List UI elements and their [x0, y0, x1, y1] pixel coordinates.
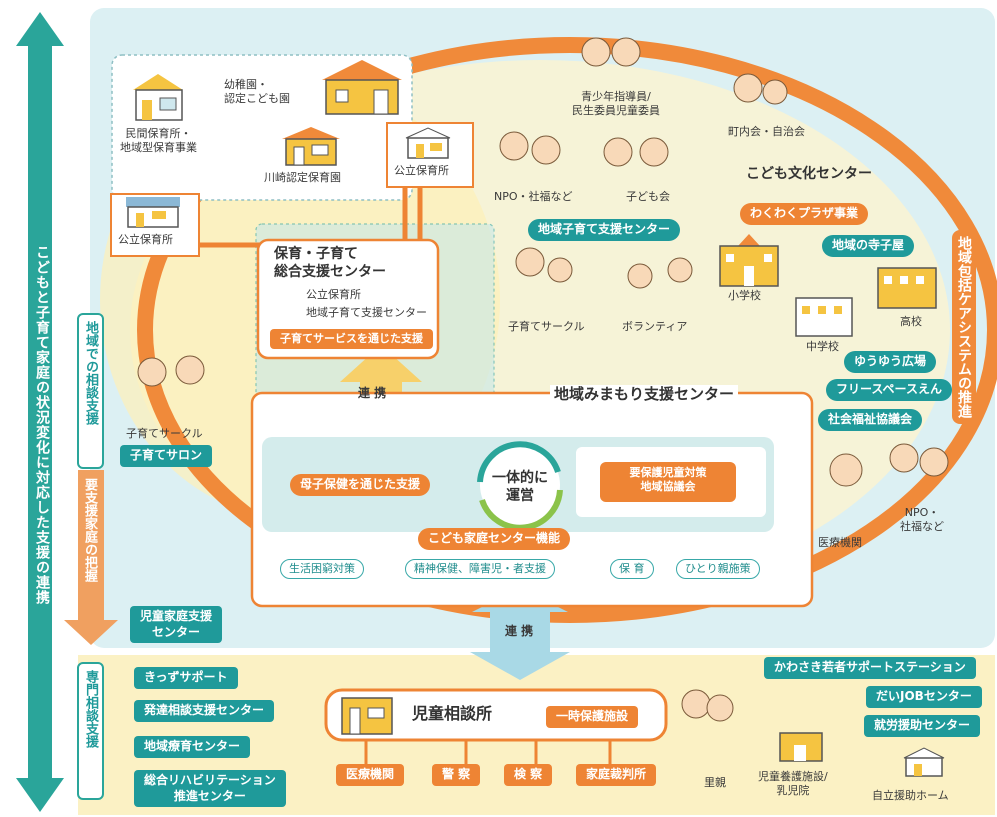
volunteer-label: ボランティア	[622, 320, 688, 333]
jido-title: 児童相談所	[412, 704, 493, 723]
junior-high-label: 中学校	[806, 340, 839, 353]
junior-high-icon	[795, 297, 853, 337]
maternal-pill: 母子保健を通じた支援	[290, 474, 431, 496]
care-facility-label: 児童養護施設/ 乳児院	[758, 770, 828, 797]
kawasaki-nursery-label: 川崎認定保育園	[264, 171, 341, 184]
private-nursery-label: 民間保育所・ 地域型保育事業	[120, 127, 197, 154]
specialist-kids-support: きっずサポート	[134, 667, 238, 689]
jido-link-prosecutor: 検 察	[504, 764, 553, 786]
jido-link-police: 警 察	[432, 764, 481, 786]
neighborhood-label: 町内会・自治会	[728, 125, 805, 138]
renkei-lower: 連 携	[505, 624, 534, 638]
side-label-specialist: 専門相談支援	[77, 662, 104, 800]
tag-childcare: 保 育	[610, 559, 654, 580]
kawasaki-nursery-icon	[282, 127, 340, 166]
medical-label: 医療機関	[818, 536, 862, 549]
local-support-pill: 地域子育て支援センター	[528, 219, 681, 241]
specialist-job-center: だいJOBセンター	[866, 686, 982, 708]
public-nursery-label-2: 公立保育所	[118, 233, 173, 246]
council-label: 要保護児童対策 地域協議会	[629, 466, 707, 493]
function-pill: こども家庭センター機能	[418, 528, 571, 550]
jido-link-medical: 医療機関	[336, 764, 405, 786]
specialist-therapy: 地域療育センター	[134, 736, 251, 758]
specialist-youth-station: かわさき若者サポートステーション	[764, 657, 976, 679]
npo-label-1: NPO・社福など	[494, 190, 573, 203]
jido-link-family-court: 家庭裁判所	[576, 764, 657, 786]
left-axis-text: こどもと子育て家庭の状況変化に対応した支援の連携	[34, 245, 50, 605]
npo-label-2: NPO・ 社福など	[900, 506, 944, 533]
circle-label: 子育てサークル	[508, 320, 585, 333]
mimamori-title: 地域みまもり支援センター	[550, 385, 739, 404]
youth-label: 青少年指導員/ 民生委員児童委員	[572, 90, 660, 117]
grasp-box: 児童家庭支援 センター	[130, 606, 223, 644]
council-box	[600, 462, 736, 502]
ring-label: 地域包括ケアシステムの推進	[952, 230, 976, 424]
support-center-service: 子育てサービスを通じた支援	[270, 329, 433, 350]
tag-poverty: 生活困窮対策	[280, 559, 364, 580]
care-facility-icon	[779, 732, 823, 762]
specialist-rehab: 総合リハビリテーション 推進センター	[134, 770, 286, 808]
self-help-home-icon	[903, 747, 945, 777]
elementary-school-icon	[719, 234, 779, 287]
support-center-item-1: 公立保育所	[306, 288, 361, 301]
specialist-employment: 就労援助センター	[864, 715, 981, 737]
children-club-label: 子ども会	[626, 190, 670, 203]
kids-culture-title: こども文化センター	[746, 166, 872, 182]
welfare-council-pill: 社会福祉協議会	[818, 409, 923, 431]
kindergarten-icon	[322, 60, 402, 115]
unified-label: 一体的に 運営	[492, 470, 548, 504]
elementary-label: 小学校	[728, 289, 761, 302]
renkei-upper: 連 携	[358, 386, 387, 400]
support-center-item-2: 地域子育て支援センター	[306, 306, 427, 319]
high-school-icon	[877, 267, 937, 309]
freespace-pill: フリースペースえん	[826, 379, 952, 401]
side-label-grasp: 要支援家庭の把握	[82, 478, 97, 582]
public-nursery-icon-2	[126, 197, 180, 228]
private-nursery-icon	[133, 74, 183, 121]
specialist-development: 発達相談支援センター	[134, 700, 275, 722]
self-help-label: 自立援助ホーム	[872, 789, 949, 802]
side-label-consultation: 地域での相談支援	[77, 313, 104, 469]
jido-temp-pill: 一時保護施設	[546, 706, 639, 728]
left-circle-label: 子育てサークル	[126, 427, 203, 440]
tag-mental-health: 精神保健、障害児・者支援	[405, 559, 555, 580]
public-nursery-label-1: 公立保育所	[394, 164, 449, 177]
yuyu-pill: ゆうゆう広場	[844, 351, 937, 373]
foster-label: 里親	[704, 776, 726, 789]
wakuwaku-pill: わくわくプラザ事業	[740, 203, 869, 225]
salon-pill: 子育てサロン	[120, 445, 213, 467]
kindergarten-label: 幼稚園・ 認定こども園	[224, 78, 290, 105]
support-center-title: 保育・子育て 総合支援センター	[274, 246, 386, 280]
left-axis-arrow	[16, 12, 64, 812]
public-nursery-icon-1	[405, 127, 451, 159]
tag-single-parent: ひとり親施策	[676, 559, 760, 580]
terakoya-pill: 地域の寺子屋	[822, 235, 915, 257]
jido-building-icon	[341, 697, 393, 735]
care-ring	[137, 37, 997, 623]
high-school-label: 高校	[900, 315, 922, 328]
